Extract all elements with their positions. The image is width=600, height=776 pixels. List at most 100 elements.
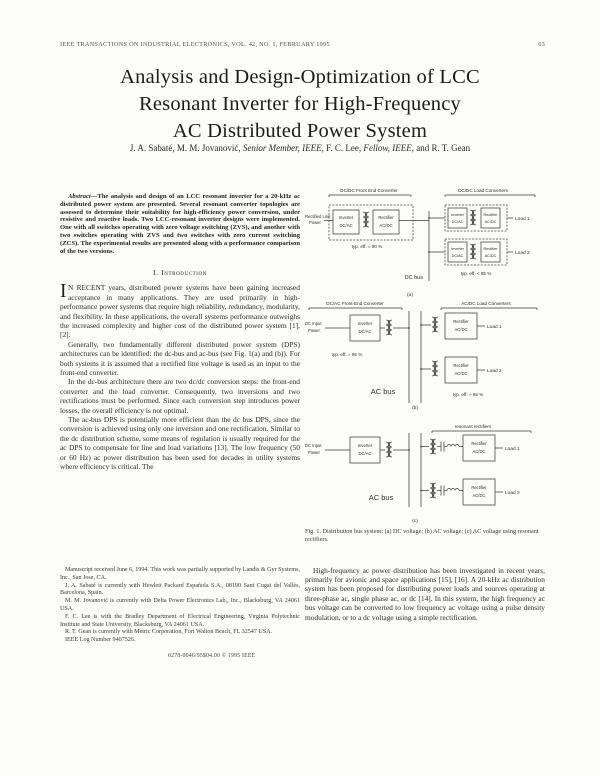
author-title-1: Senior Member, IEEE [242, 143, 322, 153]
fig1c-ac-bus-label: AC bus [369, 493, 394, 502]
fig1b-rectifier2-box [444, 356, 478, 384]
intro-paragraph-1-text: N RECENT years, distributed power system… [60, 283, 300, 340]
fig1b-tag: (b) [412, 405, 418, 411]
transformer-icon [429, 438, 437, 455]
transformer-icon [429, 482, 437, 499]
fig1b-load-converters-label: AC/DC Load Converters [461, 301, 511, 306]
fig1a-rectifier-type: AC/DC [379, 223, 392, 228]
fig1a-inverter-type: DC/AC [339, 223, 352, 228]
capacitor-icon [440, 485, 445, 496]
page-title: Analysis and Design-Optimization of LCC … [45, 64, 555, 145]
fig1c-rect1-label: Rectifier [471, 441, 487, 446]
fig1a-front-end-label: DC/DC Front End Converter [340, 188, 398, 193]
fig1b-rect2-type: AC/DC [454, 371, 467, 376]
transformer-icon [469, 209, 477, 226]
footnote-author-1: J. A. Sabaté is currently with Hewlett P… [60, 582, 300, 597]
inductor-icon [446, 488, 460, 491]
fig1a-input-label-1: Rectified Line [305, 214, 331, 219]
footnote-author-3: F. C. Lee is with the Bradley Department… [60, 613, 300, 628]
fig1a-front-end-box [328, 204, 414, 241]
fig1b-rect1-label: Rectifier [453, 319, 469, 324]
fig1c-rect1-type: AC/DC [472, 449, 485, 454]
transformer-icon [431, 316, 439, 333]
transformer-icon [431, 360, 439, 377]
author-names-1: J. A. Sabaté, M. M. Jovanović, [129, 143, 243, 153]
running-header: IEEE TRANSACTIONS ON INDUSTRIAL ELECTRON… [60, 41, 545, 48]
abstract-text: The analysis and design of an LCC resona… [60, 193, 300, 255]
transformer-icon [385, 319, 393, 336]
footnote-author-2: M. M. Jovanović is currently with Delta … [60, 598, 300, 612]
fig1a-load1-label: Load 1 [515, 216, 530, 222]
capacitor-icon [440, 441, 445, 452]
copyright-line: 0278-0046/95$04.00 © 1995 IEEE [168, 653, 256, 659]
fig1a-lc1-rectifier-label: Rectifier [484, 213, 499, 217]
title-line-1: Analysis and Design-Optimization of LCC [120, 66, 480, 88]
fig1a-lc1-inverter-label: Inverter [451, 213, 465, 217]
fig1c-resonant-rectifier-diagram: resonant rectifiers DC Input Power Inver… [305, 424, 532, 524]
transformer-icon [362, 211, 370, 228]
section-heading-introduction: I. Introduction [153, 268, 207, 278]
fig1c-rectifier1-box [462, 434, 496, 462]
left-column: Abstract—The analysis and design of an L… [60, 193, 300, 472]
right-column-paragraph: High-frequency ac power distribution has… [305, 565, 545, 622]
fig1a-lc2-inverter-label: Inverter [451, 247, 465, 251]
fig1c-tag: (c) [412, 518, 418, 524]
fig1a-rectifier-box [372, 209, 400, 235]
fig1c-rect2-type: AC/DC [472, 493, 485, 498]
fig1a-lc1-inverter-type: DC/AC [452, 220, 464, 224]
fig1b-input-label-1: DC Input [305, 321, 322, 326]
fig1a-load-conv1-box [444, 204, 508, 232]
footnote-log-number: IEEE Log Number 9407526. [65, 637, 136, 644]
fig1a-load-conv2-box [444, 238, 508, 266]
fig1a-eff-front: typ. eff. = 90 % [352, 244, 383, 249]
journal-line: IEEE TRANSACTIONS ON INDUSTRIAL ELECTRON… [60, 41, 330, 48]
fig1a-rectifier-label: Rectifier [378, 215, 394, 220]
fig1b-inverter-box [349, 314, 381, 342]
fig1a-dc-bus-label: DC bus [405, 275, 424, 281]
fig1c-inverter-box [349, 436, 381, 464]
fig1b-inverter-type: DC/AC [358, 329, 371, 334]
fig1a-tag: (a) [407, 292, 413, 298]
fig1b-inverter-label: Inverter [358, 321, 373, 326]
fig1c-rectifier2-box [462, 478, 496, 506]
fig1b-rect1-type: AC/DC [454, 327, 467, 332]
footnote-author-4: R. T. Gean is currently with Metric Corp… [65, 629, 273, 636]
fig1a-load-converters-label: DC/DC Load Converters [458, 188, 508, 193]
fig1c-load1-label: Load 1 [505, 446, 520, 452]
intro-paragraph-3: In the dc-bus architecture there are two… [60, 377, 300, 415]
fig1a-lc2-rectifier-type: AC/DC [485, 254, 497, 258]
fig1a-lc2-inverter-type: DC/AC [452, 254, 464, 258]
footnote-manuscript: Manuscript received June 6, 1994. This w… [60, 567, 300, 581]
fig1b-ac-bus-diagram: DC/AC Front-End Converter DC Input Power… [305, 301, 538, 411]
fig1c-resonant-label: resonant rectifiers [455, 424, 492, 429]
fig1a-eff-load: typ. eff. < 85 % [461, 271, 492, 276]
footnotes: Manuscript received June 6, 1994. This w… [60, 567, 300, 645]
fig1b-rectifier1-box [444, 312, 478, 340]
transformer-icon [385, 441, 393, 458]
fig1c-input-label-2: Power [308, 450, 320, 455]
fig1a-lc2-rectifier-label: Rectifier [484, 247, 499, 251]
authors-line: J. A. Sabaté, M. M. Jovanović, Senior Me… [45, 143, 555, 153]
intro-paragraph-4: The ac-bus DPS is potentially more effic… [60, 415, 300, 472]
fig1a-load2-label: Load 2 [515, 250, 530, 256]
author-names-2: , F. C. Lee, [321, 143, 364, 153]
right-column: DC/DC Front End Converter Inverter DC/AC… [305, 185, 545, 622]
fig1b-eff-load: typ. eff. ≈ 95 % [453, 392, 484, 397]
page-number: 63 [538, 41, 545, 48]
fig1b-input-label-2: Power [308, 328, 320, 333]
intro-paragraph-2: Generally, two fundamentally different d… [60, 339, 300, 378]
fig1a-lc1-rectifier-type: AC/DC [485, 220, 497, 224]
figure-1-caption: Fig. 1. Distribution bus system: (a) DC … [305, 528, 539, 543]
fig1b-load1-label: Load 1 [487, 324, 502, 330]
fig1b-front-end-label: DC/AC Front-End Converter [326, 301, 384, 306]
fig1c-rect2-label: Rectifier [471, 485, 487, 490]
author-title-2: Fellow, IEEE [363, 143, 412, 153]
abstract-label: Abstract— [68, 193, 98, 200]
fig1c-inverter-label: Inverter [358, 443, 373, 448]
figure-1: DC/DC Front End Converter Inverter DC/AC… [305, 188, 538, 524]
fig1c-load2-label: Load 2 [505, 490, 520, 496]
title-line-2: Resonant Inverter for High-Frequency [139, 93, 461, 115]
abstract: Abstract—The analysis and design of an L… [60, 193, 300, 255]
